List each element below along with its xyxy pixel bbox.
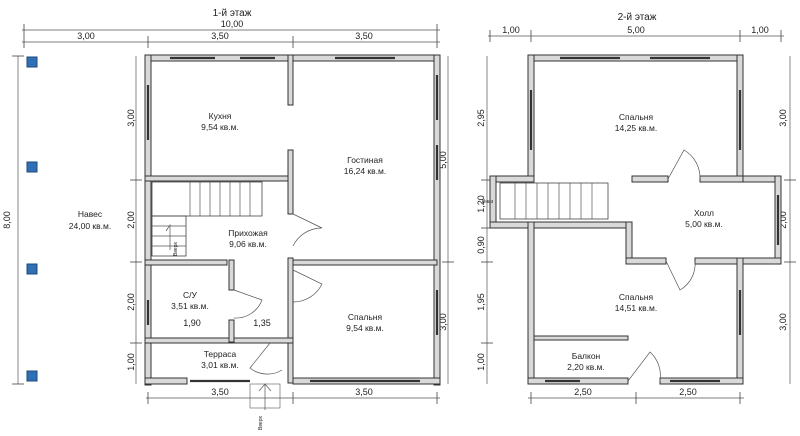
floor2-dim-top-2: 5,00 — [627, 25, 645, 35]
canopy-post — [26, 161, 38, 173]
door-swing — [233, 289, 263, 319]
floor2-dim-top-1: 1,00 — [502, 25, 520, 35]
floor2-dim-right-2: 2,00 — [778, 211, 788, 229]
floor1-stair-label: Вверх — [173, 242, 179, 256]
floor1-dim-left-4: 1,00 — [126, 353, 136, 371]
floor2-plan: 2-й этаж 1,00 5,00 1,00 2,95 1,20 0,90 1… — [476, 12, 796, 404]
room-bath-area: 3,51 кв.м. — [171, 301, 209, 311]
floor1-title: 1-й этаж — [213, 8, 252, 19]
floor1-dim-top-1: 3,00 — [77, 31, 95, 41]
room-balcony-name: Балкон — [572, 351, 601, 361]
door-swing — [665, 260, 696, 291]
canopy-post — [26, 263, 38, 275]
floor2-title: 2-й этаж — [618, 12, 657, 23]
floor2-dim-left-5: 1,00 — [476, 353, 486, 371]
room-terrace-area: 3,01 кв.м. — [201, 360, 239, 370]
floor2-dim-left-2: 1,20 — [476, 195, 486, 213]
floor1-dim-bottom-1: 3,50 — [211, 387, 229, 397]
room-bedroom1-name: Спальня — [619, 112, 654, 122]
room-hall-area: 9,06 кв.м. — [229, 239, 267, 249]
room-hall2-area: 5,00 кв.м. — [685, 219, 723, 229]
room-canopy-name: Навес — [78, 209, 103, 219]
room-canopy-area: 24,00 кв.м. — [69, 221, 111, 231]
floor2-dim-right-1: 3,00 — [778, 109, 788, 127]
room-kitchen-name: Кухня — [209, 111, 232, 121]
floor1-dim-left-3: 2,00 — [126, 293, 136, 311]
canopy-post — [26, 56, 38, 68]
floor1-inner-dim-2: 1,35 — [253, 318, 271, 328]
floor1-plan: 1-й этаж 10,00 3,00 3,50 3,50 8,00 3,00 … — [2, 8, 454, 430]
room-hall-name: Прихожая — [228, 228, 268, 238]
floor2-stair-label: Вниз — [482, 199, 494, 205]
floor2-staircase: Вниз — [482, 182, 609, 220]
floor2-dim-top-3: 1,00 — [751, 25, 769, 35]
floor1-dim-top-3: 3,50 — [355, 31, 373, 41]
room-terrace-name: Терраса — [204, 349, 237, 359]
floor2-dim-bottom-2: 2,50 — [679, 387, 697, 397]
door-swing — [249, 342, 283, 375]
floor1-inner-dim-1: 1,90 — [183, 318, 201, 328]
floor2-dim-bottom-1: 2,50 — [574, 387, 592, 397]
floor1-dim-top-2: 3,50 — [211, 31, 229, 41]
door-swing — [292, 269, 323, 303]
room-bedroom1-area: 14,25 кв.м. — [615, 123, 657, 133]
door-swing — [627, 351, 661, 382]
floor1-dim-left-2: 2,00 — [126, 211, 136, 229]
door-swing — [667, 149, 701, 180]
door-swing — [292, 213, 323, 247]
room-bedroom-area: 9,54 кв.м. — [346, 323, 384, 333]
floor1-dim-top-total: 10,00 — [221, 19, 244, 29]
floor1-staircase: Вверх — [151, 181, 263, 257]
room-living-name: Гостиная — [347, 155, 383, 165]
floor1-dim-right-2: 3,00 — [438, 313, 448, 331]
canopy-post — [26, 370, 38, 382]
floor2-dim-left-1: 2,95 — [476, 109, 486, 127]
floor1-dim-left-1: 3,00 — [126, 109, 136, 127]
room-living-area: 16,24 кв.м. — [344, 166, 386, 176]
floor1-entry-label: Вверх — [258, 416, 264, 430]
room-bedroom2-area: 14,51 кв.м. — [615, 303, 657, 313]
floor2-walls — [489, 54, 782, 385]
floor1-dim-bottom-2: 3,50 — [355, 387, 373, 397]
room-bedroom-name: Спальня — [348, 312, 383, 322]
room-bedroom2-name: Спальня — [619, 292, 654, 302]
floor2-dim-right-3: 3,00 — [778, 313, 788, 331]
floor1-walls — [144, 54, 441, 386]
floor2-dim-left-4: 1,95 — [476, 293, 486, 311]
room-kitchen-area: 9,54 кв.м. — [201, 122, 239, 132]
room-hall2-name: Холл — [694, 208, 714, 218]
floor1-dim-right-1: 5,00 — [438, 151, 448, 169]
room-bath-name: С/У — [183, 290, 198, 300]
floor2-dim-left-3: 0,90 — [476, 236, 486, 254]
room-balcony-area: 2,20 кв.м. — [567, 362, 605, 372]
floor1-dim-left-total: 8,00 — [2, 211, 12, 229]
